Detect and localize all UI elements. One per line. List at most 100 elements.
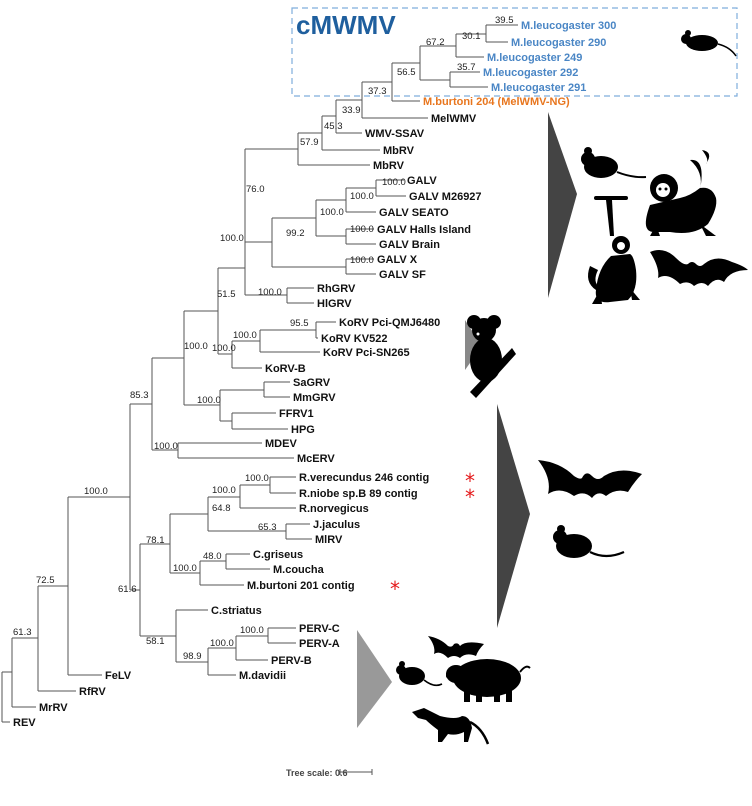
leaf-label: M.leucogaster 292: [483, 67, 578, 79]
novel-sequence-star: *: [390, 577, 400, 601]
leaf-label: GALV: [407, 175, 437, 187]
support-value: 85.3: [130, 390, 149, 401]
support-value: 64.8: [212, 503, 231, 514]
cmwmv-clade-box: [291, 7, 738, 97]
tree-scale-bar: [339, 769, 373, 775]
pig-silhouette-icon: [446, 659, 531, 702]
tree-scale-label: Tree scale: 0.6: [286, 768, 348, 778]
leaf-label: HlGRV: [317, 298, 352, 310]
clade-triangle-mixed: [357, 630, 392, 728]
leaf-label: REV: [13, 717, 36, 729]
support-value: 67.2: [426, 37, 445, 48]
leaf-label: C.striatus: [211, 605, 262, 617]
leaf-label: KoRV-B: [265, 363, 306, 375]
leaf-label: R.norvegicus: [299, 503, 369, 515]
support-value: 100.0: [258, 287, 282, 298]
support-value: 45.3: [324, 121, 343, 132]
leaf-label: HPG: [291, 424, 315, 436]
novel-sequence-star: *: [465, 485, 475, 509]
leaf-label: GALV X: [377, 254, 418, 266]
monkey-silhouette-icon: [645, 150, 717, 236]
support-value: 30.1: [462, 31, 481, 42]
leaf-label: M.leucogaster 300: [521, 20, 616, 32]
leaf-label: GALV Halls Island: [377, 224, 471, 236]
leaf-label: M.leucogaster 249: [487, 52, 582, 64]
support-value: 65.3: [258, 522, 277, 533]
leaf-label: KoRV Pci-QMJ6480: [339, 317, 440, 329]
clade-triangle-primate-bat-rodent: [548, 112, 577, 298]
bat-silhouette-icon: [428, 636, 484, 658]
leaf-label: KoRV KV522: [321, 333, 387, 345]
leaf-label: MmGRV: [293, 392, 336, 404]
leaf-label: R.niobe sp.B 89 contig: [299, 488, 418, 500]
bat-silhouette-icon: [650, 250, 748, 286]
support-value: 61.6: [118, 584, 137, 595]
support-value: 35.7: [457, 62, 476, 73]
leaf-label: PERV-A: [299, 638, 340, 650]
leaf-labels: M.leucogaster 300 M.leucogaster 290 M.le…: [13, 20, 616, 729]
support-value: 39.5: [495, 15, 514, 26]
leaf-label: SaGRV: [293, 377, 331, 389]
support-value: 100.0: [212, 485, 236, 496]
mouse-silhouette-icon: [681, 30, 737, 57]
support-value: 100.0: [173, 563, 197, 574]
clade-triangle-rodent-bat: [497, 404, 530, 628]
leaf-label: M.burtoni 204 (MelWMV-NG): [423, 96, 570, 108]
novel-sequence-star: *: [465, 469, 475, 493]
support-value: 58.1: [146, 636, 165, 647]
support-value: 100.0: [210, 638, 234, 649]
support-value: 100.0: [84, 486, 108, 497]
support-value: 98.9: [183, 651, 202, 662]
support-value: 48.0: [203, 551, 222, 562]
support-value: 76.0: [246, 184, 265, 195]
leaf-label: MelWMV: [431, 113, 477, 125]
support-value: 51.5: [217, 289, 236, 300]
support-value: 100.0: [220, 233, 244, 244]
leaf-label: GALV Brain: [379, 239, 440, 251]
leaf-label: FFRV1: [279, 408, 314, 420]
clade-triangle-koala: [465, 320, 482, 370]
leaf-label: KoRV Pci-SN265: [323, 347, 410, 359]
leaf-label: M.leucogaster 290: [511, 37, 606, 49]
leaf-label: J.jaculus: [313, 519, 360, 531]
leaf-label: PERV-C: [299, 623, 340, 635]
support-value: 100.0: [382, 177, 406, 188]
leaf-label: FeLV: [105, 670, 132, 682]
support-value: 100.0: [320, 207, 344, 218]
support-value: 100.0: [154, 441, 178, 452]
leaf-label: M.coucha: [273, 564, 325, 576]
leaf-label: MlRV: [315, 534, 343, 546]
support-value: 100.0: [240, 625, 264, 636]
leaf-label: WMV-SSAV: [365, 128, 425, 140]
leaf-label: M.davidii: [239, 670, 286, 682]
leaf-label: PERV-B: [271, 655, 312, 667]
leaf-label: C.griseus: [253, 549, 303, 561]
support-value: 100.0: [350, 255, 374, 266]
bat-silhouette-icon: [538, 460, 642, 498]
support-value: 57.9: [300, 137, 319, 148]
gibbon-silhouette-icon: [588, 196, 640, 304]
leaf-label: RhGRV: [317, 283, 356, 295]
support-value: 100.0: [233, 330, 257, 341]
leaf-label: MDEV: [265, 438, 297, 450]
support-value: 56.5: [397, 67, 416, 78]
support-value: 78.1: [146, 535, 165, 546]
support-value: 100.0: [184, 341, 208, 352]
support-value: 33.9: [342, 105, 361, 116]
support-value: 37.3: [368, 86, 387, 97]
leaf-label: MbRV: [383, 145, 415, 157]
support-value: 61.3: [13, 627, 32, 638]
leaf-label: MbRV: [373, 160, 405, 172]
support-value: 100.0: [350, 191, 374, 202]
leaf-label: M.leucogaster 291: [491, 82, 586, 94]
tree-branches: [1, 24, 518, 723]
support-value: 100.0: [197, 395, 221, 406]
support-value: 100.0: [212, 343, 236, 354]
support-value: 99.2: [286, 228, 305, 239]
clade-title: cMWMV: [296, 10, 396, 40]
leaf-label: GALV SF: [379, 269, 426, 281]
leaf-label: RfRV: [79, 686, 106, 698]
leaf-label: GALV SEATO: [379, 207, 449, 219]
leaf-label: M.burtoni 201 contig: [247, 580, 355, 592]
